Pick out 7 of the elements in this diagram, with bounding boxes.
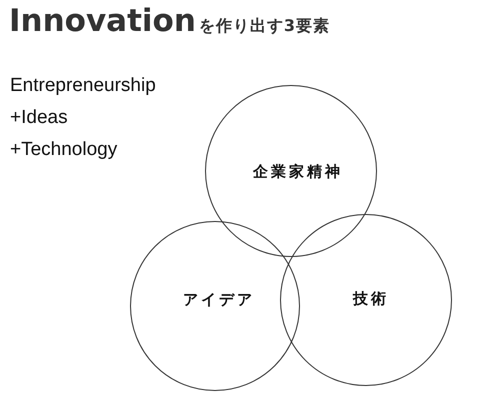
venn-circle	[130, 221, 300, 391]
venn-circle	[205, 85, 377, 257]
tagline-text: Entrepreneurship +Ideas +Technology	[10, 74, 156, 162]
circle-label: 企業家精神	[253, 162, 343, 182]
venn-circle	[280, 214, 452, 386]
circle-label: アイデア	[183, 290, 255, 310]
circle-label: 技術	[353, 290, 389, 308]
